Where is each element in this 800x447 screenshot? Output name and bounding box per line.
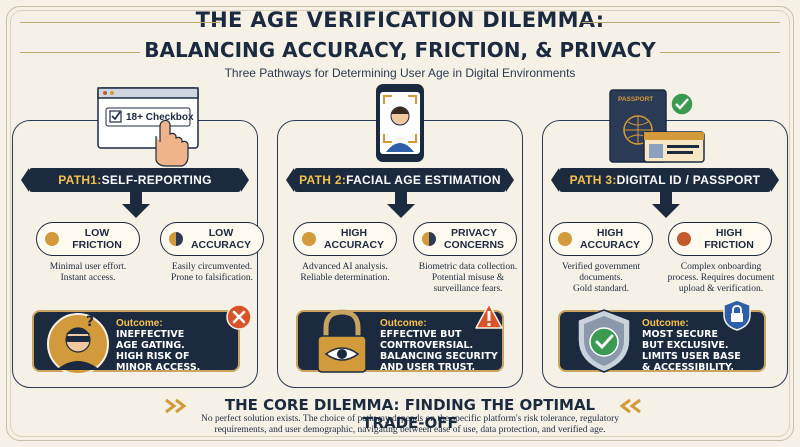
subtitle: Three Pathways for Determining User Age … [224,66,576,80]
divider [660,52,780,53]
shield-lock-icon [723,299,751,331]
status-dot [422,232,436,246]
down-arrow-icon [652,192,680,218]
masked-user-icon: ? [47,313,109,375]
outcome-title: Outcome: [380,318,427,329]
down-arrow-icon [387,192,415,218]
path-1-banner: PATH1: SELF-REPORTING [21,168,249,192]
passport-id-illustration [609,89,705,163]
desc-low-friction: Minimal user effort.Instant access. [49,262,127,283]
outcome-title: Outcome: [642,318,689,329]
status-dot [45,232,59,246]
inner-frame [10,10,790,437]
divider [20,22,220,23]
desc-privacy-concerns: Biometric data collection.Potential misu… [418,262,518,294]
core-dilemma-text: No perfect solution exists. The choice o… [200,414,620,435]
svg-text:?: ? [86,314,94,330]
desc-low-accuracy: Easily circumvented.Prone to falsificati… [170,262,254,283]
title-line-1: THE AGE VERIFICATION DILEMMA: [195,8,605,32]
passport-label: PASSPORT [618,96,654,103]
status-dot [302,232,316,246]
path-2-banner: PATH 2: FACIAL AGE ESTIMATION [286,168,514,192]
path-2-label: PATH 2: [299,173,347,187]
warning-triangle-icon [475,303,503,329]
desc-high-accuracy: Advanced AI analysis.Reliable determinat… [300,262,390,283]
path-3-banner: PATH 3: DIGITAL ID / PASSPORT [551,168,779,192]
path-1-label: PATH1: [58,173,102,187]
padlock-eye-icon [317,309,367,373]
phone-face-scan-illustration [376,84,424,162]
divider [20,52,140,53]
status-dot [558,232,572,246]
down-arrow-icon [122,192,150,218]
path-2-name: FACIAL AGE ESTIMATION [346,173,501,187]
shield-check-icon [577,309,631,373]
x-close-icon [226,304,252,330]
checkbox-window-illustration [97,87,199,167]
chevron-left-icon [619,398,641,414]
title-line-2: BALANCING ACCURACY, FRICTION, & PRIVACY [144,38,656,62]
outcome-title: Outcome: [116,318,163,329]
path-1-name: SELF-REPORTING [101,173,212,187]
path-3-name: DIGITAL ID / PASSPORT [616,173,761,187]
divider [582,22,780,23]
path-3-label: PATH 3: [569,173,617,187]
status-dot [169,232,183,246]
core-dilemma-title: THE CORE DILEMMA: FINDING THE OPTIMAL TR… [224,396,596,432]
chevron-right-icon [165,398,187,414]
outer-frame [6,6,794,441]
checkbox-label: 18+ Checkbox [126,112,194,123]
status-dot [677,232,691,246]
